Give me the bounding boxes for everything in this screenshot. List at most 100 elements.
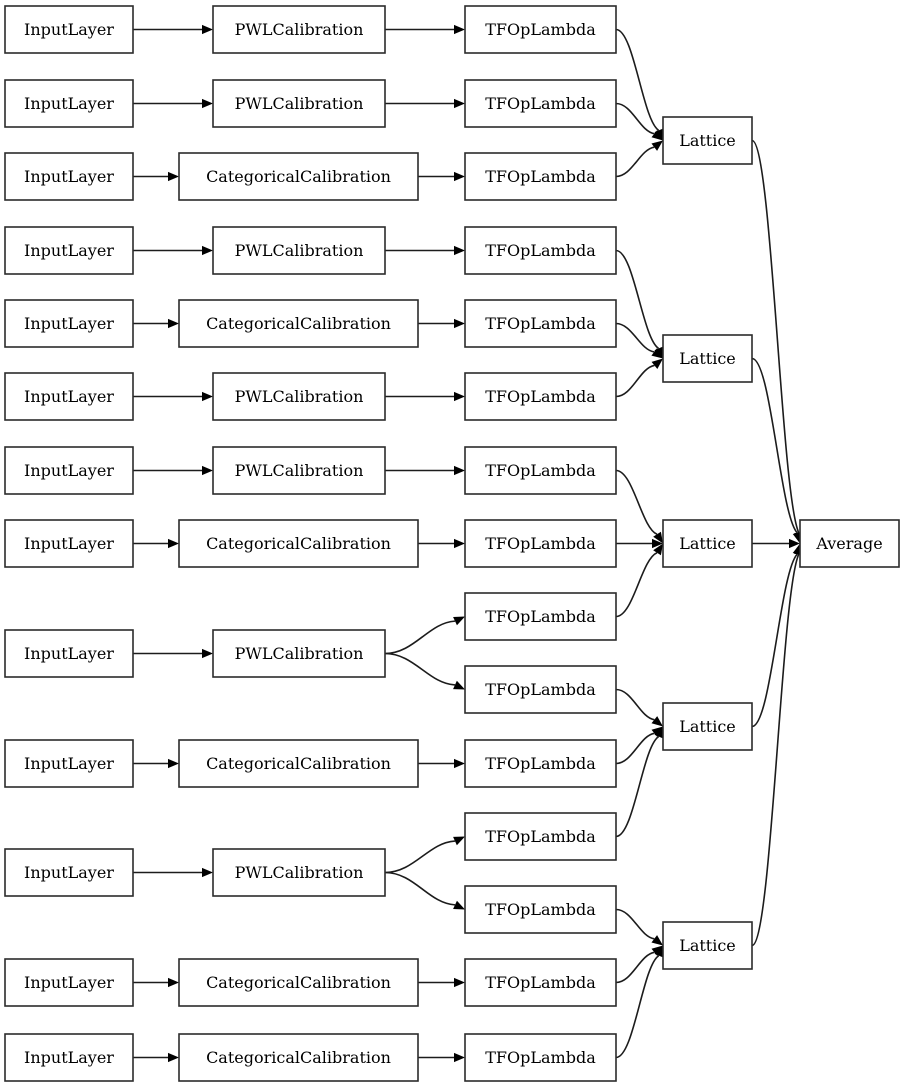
node-lattice[interactable]: Lattice <box>662 702 753 751</box>
node-box[interactable] <box>4 152 134 201</box>
node-box[interactable] <box>4 739 134 788</box>
node-tfop-lambda[interactable]: TFOpLambda <box>464 739 617 788</box>
node-categorical-calibration[interactable]: CategoricalCalibration <box>178 519 419 568</box>
node-input-layer[interactable]: InputLayer <box>4 152 134 201</box>
node-tfop-lambda[interactable]: TFOpLambda <box>464 226 617 275</box>
node-box[interactable] <box>464 1033 617 1082</box>
edge-categorical-calibration-to-tfop-lambda <box>418 977 465 988</box>
node-box[interactable] <box>662 519 753 568</box>
node-box[interactable] <box>662 334 753 383</box>
node-box[interactable] <box>178 958 419 1007</box>
node-tfop-lambda[interactable]: TFOpLambda <box>464 812 617 861</box>
node-box[interactable] <box>4 629 134 678</box>
node-tfop-lambda[interactable]: TFOpLambda <box>464 519 617 568</box>
node-box[interactable] <box>178 519 419 568</box>
node-box[interactable] <box>212 226 386 275</box>
node-lattice[interactable]: Lattice <box>662 921 753 970</box>
node-box[interactable] <box>464 958 617 1007</box>
node-tfop-lambda[interactable]: TFOpLambda <box>464 592 617 641</box>
node-average[interactable]: Average <box>799 519 900 568</box>
node-box[interactable] <box>464 446 617 495</box>
node-categorical-calibration[interactable]: CategoricalCalibration <box>178 739 419 788</box>
node-box[interactable] <box>464 152 617 201</box>
node-pwl-calibration[interactable]: PWLCalibration <box>212 629 386 678</box>
node-box[interactable] <box>4 372 134 421</box>
node-box[interactable] <box>662 702 753 751</box>
node-input-layer[interactable]: InputLayer <box>4 226 134 275</box>
node-tfop-lambda[interactable]: TFOpLambda <box>464 885 617 934</box>
node-categorical-calibration[interactable]: CategoricalCalibration <box>178 299 419 348</box>
node-box[interactable] <box>4 226 134 275</box>
node-input-layer[interactable]: InputLayer <box>4 629 134 678</box>
node-box[interactable] <box>4 958 134 1007</box>
node-box[interactable] <box>464 665 617 714</box>
node-tfop-lambda[interactable]: TFOpLambda <box>464 299 617 348</box>
node-lattice[interactable]: Lattice <box>662 116 753 165</box>
node-tfop-lambda[interactable]: TFOpLambda <box>464 372 617 421</box>
node-lattice[interactable]: Lattice <box>662 334 753 383</box>
node-box[interactable] <box>212 79 386 128</box>
node-pwl-calibration[interactable]: PWLCalibration <box>212 446 386 495</box>
node-input-layer[interactable]: InputLayer <box>4 519 134 568</box>
node-box[interactable] <box>4 519 134 568</box>
node-box[interactable] <box>178 299 419 348</box>
node-categorical-calibration[interactable]: CategoricalCalibration <box>178 958 419 1007</box>
node-box[interactable] <box>178 152 419 201</box>
node-pwl-calibration[interactable]: PWLCalibration <box>212 5 386 54</box>
node-tfop-lambda[interactable]: TFOpLambda <box>464 152 617 201</box>
node-box[interactable] <box>464 739 617 788</box>
node-input-layer[interactable]: InputLayer <box>4 5 134 54</box>
node-box[interactable] <box>4 79 134 128</box>
node-box[interactable] <box>178 1033 419 1082</box>
node-input-layer[interactable]: InputLayer <box>4 372 134 421</box>
node-box[interactable] <box>212 372 386 421</box>
node-box[interactable] <box>464 299 617 348</box>
node-box[interactable] <box>212 5 386 54</box>
node-pwl-calibration[interactable]: PWLCalibration <box>212 226 386 275</box>
node-tfop-lambda[interactable]: TFOpLambda <box>464 1033 617 1082</box>
node-box[interactable] <box>464 592 617 641</box>
node-box[interactable] <box>464 885 617 934</box>
node-pwl-calibration[interactable]: PWLCalibration <box>212 79 386 128</box>
node-input-layer[interactable]: InputLayer <box>4 446 134 495</box>
node-box[interactable] <box>662 921 753 970</box>
node-input-layer[interactable]: InputLayer <box>4 1033 134 1082</box>
node-tfop-lambda[interactable]: TFOpLambda <box>464 665 617 714</box>
node-box[interactable] <box>464 226 617 275</box>
node-pwl-calibration[interactable]: PWLCalibration <box>212 372 386 421</box>
edge-line <box>615 732 655 765</box>
node-input-layer[interactable]: InputLayer <box>4 79 134 128</box>
node-box[interactable] <box>212 446 386 495</box>
node-categorical-calibration[interactable]: CategoricalCalibration <box>178 1033 419 1082</box>
edge-tfop-lambda-to-lattice <box>615 322 663 359</box>
node-input-layer[interactable]: InputLayer <box>4 848 134 897</box>
node-box[interactable] <box>4 5 134 54</box>
node-box[interactable] <box>799 519 900 568</box>
node-input-layer[interactable]: InputLayer <box>4 958 134 1007</box>
node-box[interactable] <box>212 629 386 678</box>
edge-tfop-lambda-to-lattice <box>615 908 663 946</box>
node-input-layer[interactable]: InputLayer <box>4 739 134 788</box>
node-tfop-lambda[interactable]: TFOpLambda <box>464 446 617 495</box>
node-box[interactable] <box>4 299 134 348</box>
node-box[interactable] <box>4 1033 134 1082</box>
node-lattice[interactable]: Lattice <box>662 519 753 568</box>
node-box[interactable] <box>212 848 386 897</box>
node-input-layer[interactable]: InputLayer <box>4 299 134 348</box>
node-tfop-lambda[interactable]: TFOpLambda <box>464 5 617 54</box>
node-categorical-calibration[interactable]: CategoricalCalibration <box>178 152 419 201</box>
node-tfop-lambda[interactable]: TFOpLambda <box>464 958 617 1007</box>
node-box[interactable] <box>464 372 617 421</box>
node-tfop-lambda[interactable]: TFOpLambda <box>464 79 617 128</box>
node-box[interactable] <box>464 519 617 568</box>
node-box[interactable] <box>662 116 753 165</box>
edge-pwl-calibration-to-tfop-lambda <box>384 652 465 690</box>
node-box[interactable] <box>4 446 134 495</box>
node-box[interactable] <box>464 812 617 861</box>
node-pwl-calibration[interactable]: PWLCalibration <box>212 848 386 897</box>
arrowhead-icon <box>453 900 465 910</box>
node-box[interactable] <box>178 739 419 788</box>
node-box[interactable] <box>464 5 617 54</box>
node-box[interactable] <box>4 848 134 897</box>
node-box[interactable] <box>464 79 617 128</box>
